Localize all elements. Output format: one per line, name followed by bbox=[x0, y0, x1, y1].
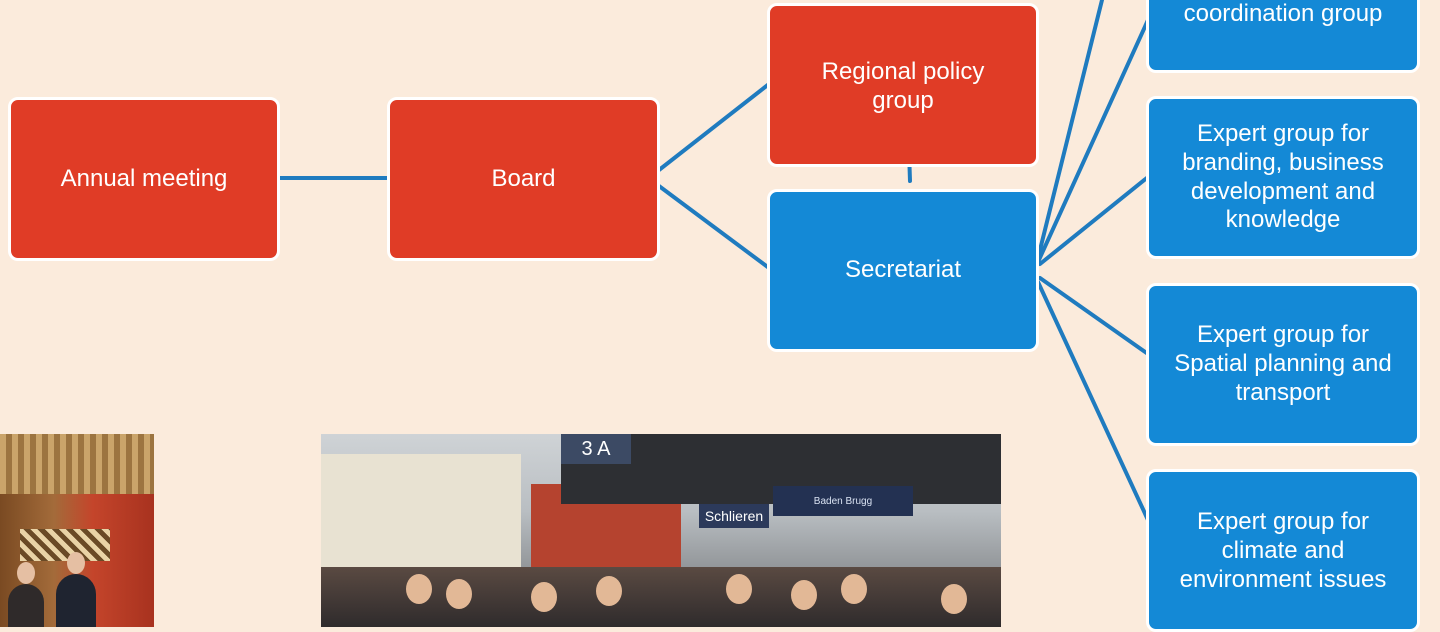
expert-group-climate-box: Expert group for climate and environment… bbox=[1146, 469, 1420, 632]
label-line: Spatial planning and bbox=[1174, 350, 1392, 378]
expert-group-branding-box: Expert group for branding, business deve… bbox=[1146, 96, 1420, 259]
coordination-group-box: coordination group bbox=[1146, 0, 1420, 73]
label-line: transport bbox=[1235, 378, 1331, 406]
label-line: branding, business bbox=[1182, 148, 1384, 176]
person-face bbox=[17, 562, 35, 584]
label-line: group bbox=[872, 86, 934, 114]
connector-secretariat-climate bbox=[1036, 280, 1150, 522]
connector-board-regional bbox=[657, 82, 771, 172]
secretariat-label: Secretariat bbox=[844, 256, 962, 284]
expert-group-climate-label: Expert group for climate and environment… bbox=[1180, 508, 1387, 594]
person-face bbox=[791, 580, 817, 610]
connector-board-secretariat bbox=[657, 184, 771, 270]
secretariat-box: Secretariat bbox=[767, 189, 1039, 352]
label-line: development and bbox=[1190, 177, 1376, 205]
ceiling-detail bbox=[0, 434, 154, 494]
annual-meeting-label: Annual meeting bbox=[60, 164, 228, 192]
annual-meeting-box: Annual meeting bbox=[8, 97, 280, 261]
regional-policy-group-label: Regional policy group bbox=[822, 58, 985, 116]
expert-group-spatial-box: Expert group for Spatial planning and tr… bbox=[1146, 283, 1420, 446]
label-line: Expert group for bbox=[1196, 508, 1370, 535]
board-label: Board bbox=[491, 164, 556, 192]
expert-group-spatial-label: Expert group for Spatial planning and tr… bbox=[1174, 321, 1392, 407]
station-group-photo: 3 A Schlieren Baden Brugg bbox=[321, 434, 1001, 627]
person-face bbox=[941, 584, 967, 614]
label-line: climate and bbox=[1221, 536, 1345, 564]
connector-secretariat-top bbox=[1035, 0, 1104, 264]
person-face bbox=[67, 552, 85, 574]
departure-board: Baden Brugg bbox=[773, 486, 913, 516]
connector-secretariat-branding bbox=[1038, 175, 1150, 266]
board-box: Board bbox=[387, 97, 660, 261]
person-face bbox=[596, 576, 622, 606]
connector-secretariat-coordination bbox=[1036, 18, 1150, 264]
person-face bbox=[406, 574, 432, 604]
person-face bbox=[841, 574, 867, 604]
coordination-group-label: coordination group bbox=[1183, 0, 1383, 27]
group-of-people bbox=[321, 567, 1001, 627]
label-line: Expert group for bbox=[1196, 119, 1370, 147]
connector-secretariat-spatial bbox=[1038, 276, 1150, 356]
person-face bbox=[446, 579, 472, 609]
person-face bbox=[531, 582, 557, 612]
platform-sign: 3 A bbox=[561, 434, 631, 464]
expert-group-branding-label: Expert group for branding, business deve… bbox=[1182, 120, 1383, 235]
person-figure bbox=[8, 584, 44, 627]
regional-policy-group-box: Regional policy group bbox=[767, 3, 1039, 167]
label-line: Expert group for bbox=[1196, 321, 1370, 349]
label-line: environment issues bbox=[1179, 565, 1387, 593]
label-line: Regional policy bbox=[821, 58, 985, 85]
lattice-detail bbox=[20, 529, 110, 561]
ceremony-photo bbox=[0, 434, 154, 627]
person-figure bbox=[56, 574, 96, 627]
label-line: knowledge bbox=[1225, 206, 1341, 234]
station-sign: Schlieren bbox=[699, 504, 769, 528]
person-face bbox=[726, 574, 752, 604]
